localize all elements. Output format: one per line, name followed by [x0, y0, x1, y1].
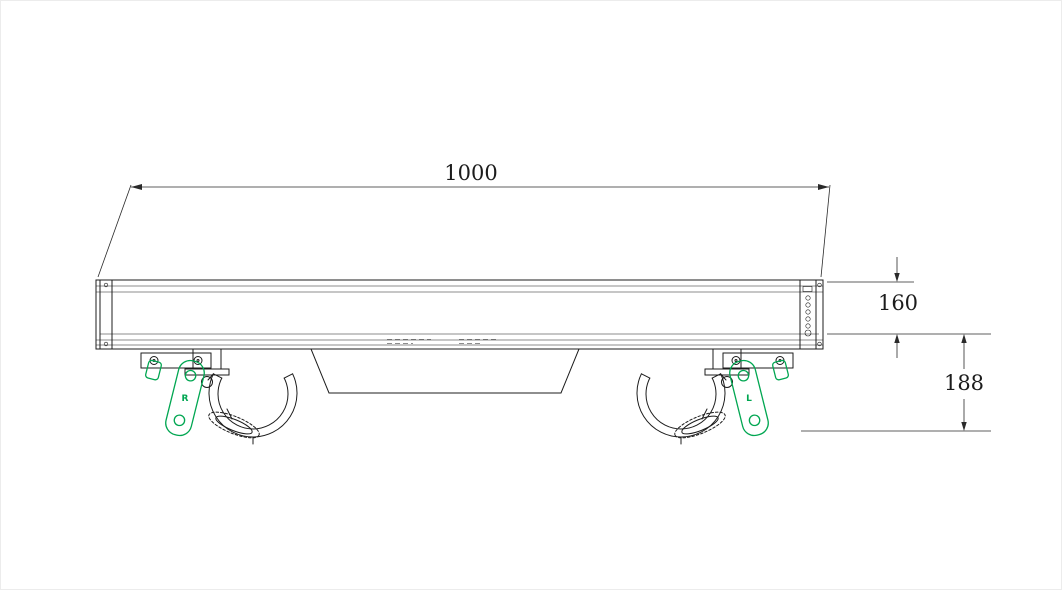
cap-screw: [103, 282, 109, 288]
bracket-label-right: L: [746, 394, 752, 404]
arrowhead-down: [894, 273, 900, 282]
clamp-right: [636, 348, 794, 445]
driver-box: [310, 348, 580, 394]
bar-label-dashes: [387, 339, 497, 344]
extension-line: [820, 184, 831, 278]
cap-screw: [817, 341, 822, 347]
arrowhead-right: [818, 184, 829, 190]
dimension-width-value: 1000: [444, 161, 497, 185]
extension-line: [97, 184, 132, 278]
arrowhead-left: [131, 184, 142, 190]
arrowhead-up: [894, 334, 900, 343]
bracket-label-left: R: [182, 394, 189, 404]
clamp-left: [140, 348, 298, 445]
arrowhead-up: [961, 334, 967, 343]
dimension-width: 1000: [97, 161, 831, 278]
arrowhead-down: [961, 422, 967, 431]
cap-screw: [103, 341, 109, 347]
cap-screw: [817, 282, 822, 288]
mounting-bracket-right: [726, 357, 790, 439]
dimension-overall-height: 188: [801, 334, 991, 432]
dimension-body-height: 160: [827, 257, 991, 358]
dimension-overall-height-value: 188: [944, 371, 984, 395]
mounting-bracket-left: [144, 357, 208, 439]
clamp-right-group: [636, 348, 794, 445]
connector-panel: [802, 286, 813, 337]
bar-outline: [95, 279, 824, 350]
fixture-bar: [95, 279, 824, 350]
dimension-body-height-value: 160: [878, 291, 918, 315]
